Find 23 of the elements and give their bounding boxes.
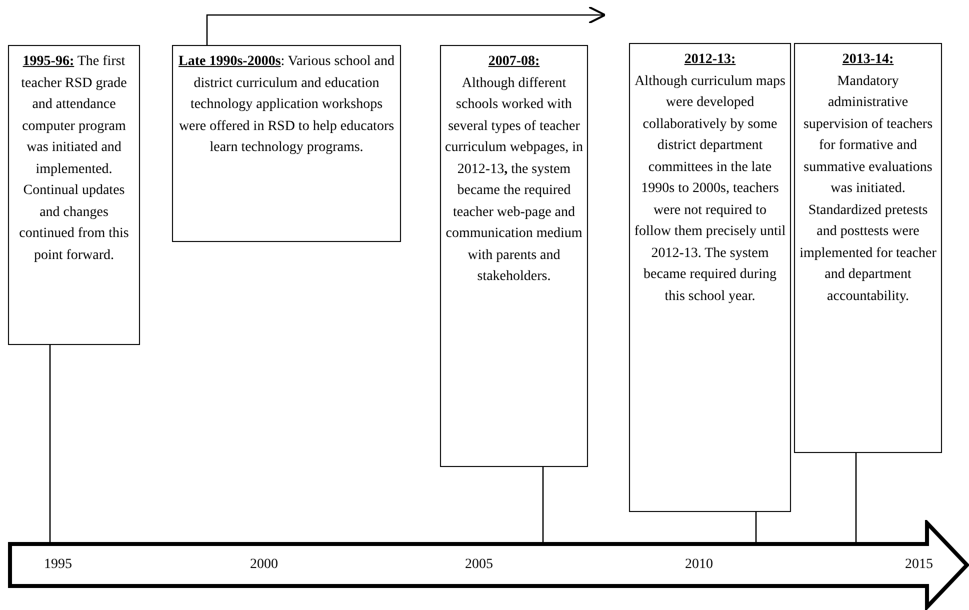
year-label: 2015 (905, 557, 933, 573)
arrow (206, 6, 606, 45)
year-label: 2000 (250, 557, 278, 573)
event-box (440, 45, 588, 467)
event-date: 2013-14: (841, 51, 895, 69)
connector-line (855, 453, 857, 544)
year-label: 2010 (685, 557, 713, 573)
connector-line (755, 512, 757, 544)
event-box (8, 45, 140, 345)
event-description: Mandatory administrative supervision of teachers for formative and summative evaluations was initiated. Standardized pretests and posttests were implemented for teacher and department accountability. (799, 72, 937, 306)
event-description: Although curriculum maps were developed collaboratively by some district department committees in the late 1990s to 2000s, teachers were not required to follow them precisely until 2012-13. The system became required during this school year. (634, 72, 786, 306)
event-description: 1995-96: The first teacher RSD grade and attendance computer program was initiated and implemented. Continual updates and changes continued from this point forward. (18, 53, 130, 264)
connector-line (49, 345, 51, 544)
event-date: 2012-13: (683, 51, 737, 69)
event-description: Although different schools worked with several types of teacher curriculum webpages, in 2012-13, the system became the required teacher web-page and communication medium with parents and stakeholders. (445, 74, 583, 286)
event-date: 2007-08: (487, 53, 541, 71)
year-label: 1995 (44, 557, 72, 573)
event-box (794, 43, 942, 453)
year-label: 2005 (465, 557, 493, 573)
connector-line (542, 467, 544, 544)
event-description: Late 1990s-2000s: Various school and district curriculum and education technology application workshops were offered in RSD to help educators learn technology programs. (178, 53, 396, 157)
event-box (172, 45, 401, 242)
event-box (629, 43, 791, 512)
